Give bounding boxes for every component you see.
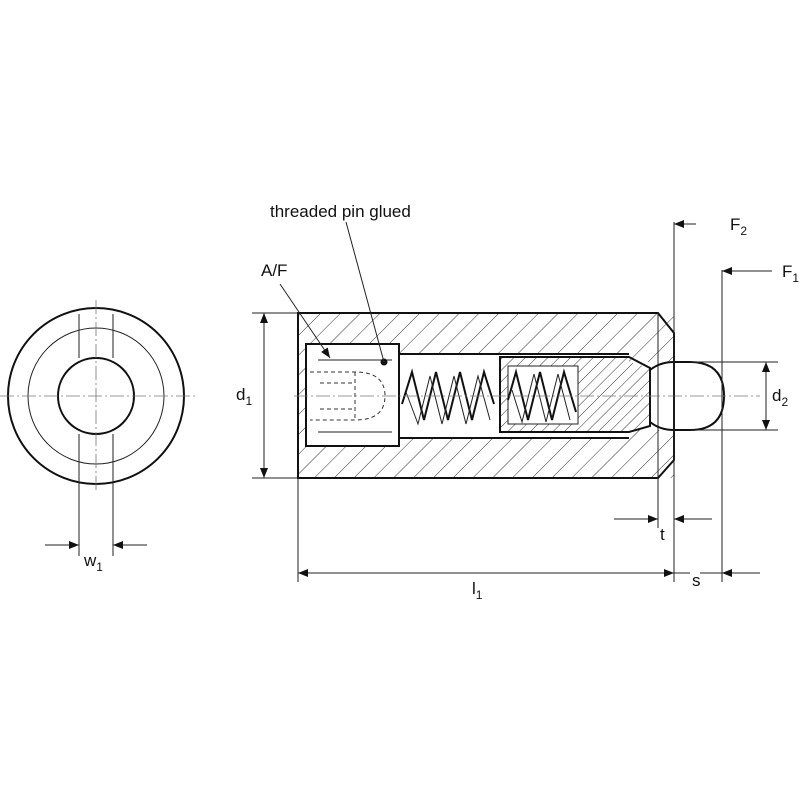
- spring-left-back-coils: [405, 374, 491, 426]
- d2-label: d2: [772, 386, 788, 409]
- threaded-pin-glued-label: threaded pin glued: [270, 202, 411, 221]
- l1-label: l1: [472, 579, 483, 602]
- section-view: [294, 312, 760, 479]
- threaded-pin-glued-leader: [345, 221, 385, 363]
- dimensions: d1 d2 l1 s t F2 F1 A/F: [236, 202, 799, 602]
- spring-right-back-coils: [511, 373, 571, 424]
- s-label: s: [692, 571, 701, 590]
- af-leader: [279, 283, 331, 359]
- plunger-hatch: [500, 357, 650, 432]
- d1-label: d1: [236, 385, 252, 408]
- w1-label: w1: [83, 551, 103, 574]
- plunger-spring-pocket: [507, 365, 579, 425]
- t-label: t: [660, 525, 665, 544]
- f1-label: F1: [782, 262, 799, 285]
- plunger-outline: [499, 356, 651, 433]
- end-view: w1: [0, 300, 195, 574]
- threaded-pin: [305, 343, 400, 447]
- pin-hex-socket-hidden: [310, 371, 386, 421]
- f2-label: F2: [730, 215, 747, 238]
- spring-right-coils: [507, 368, 577, 421]
- spring-left-coils: [401, 368, 495, 421]
- af-label: A/F: [261, 261, 287, 280]
